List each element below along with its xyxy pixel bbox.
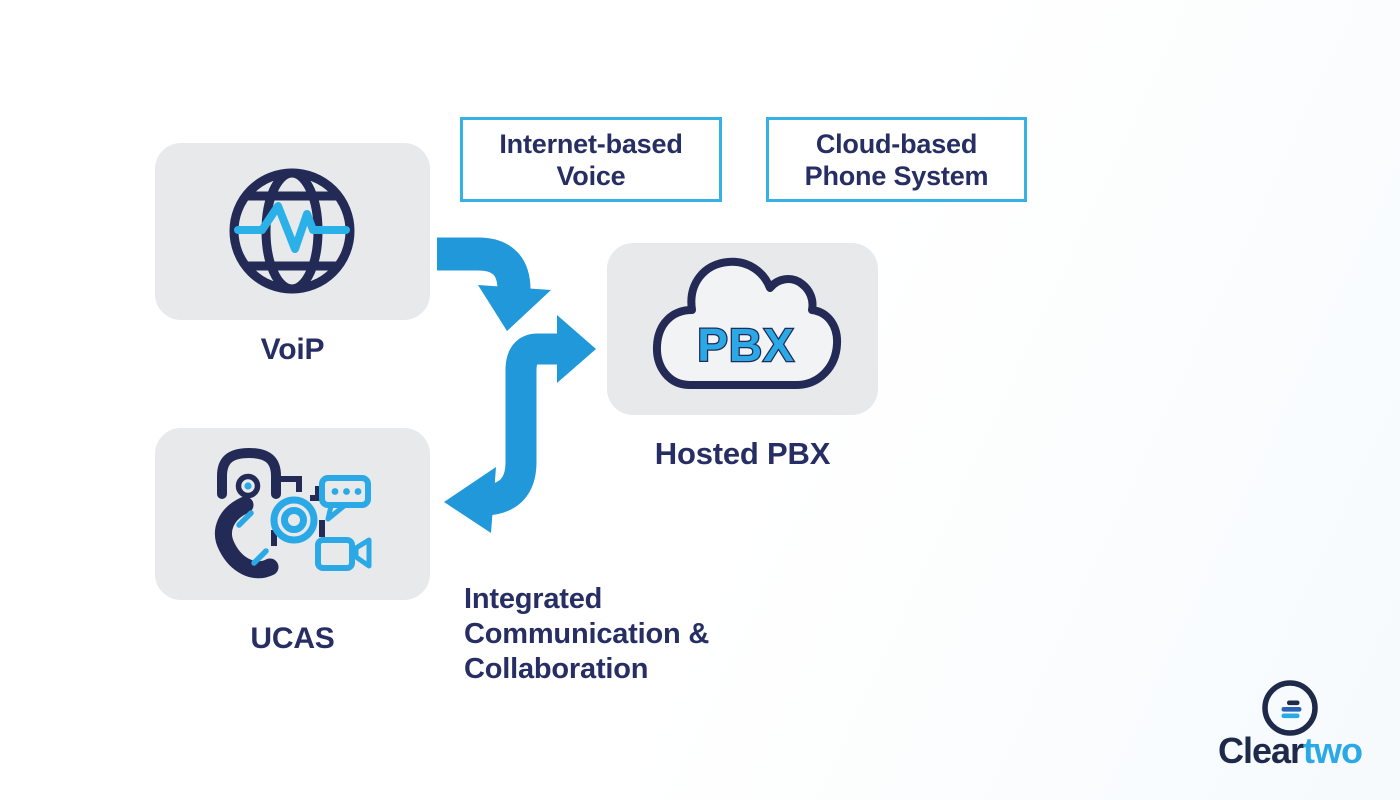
cloud-pbx-icon: PBX xyxy=(652,257,842,389)
logo-circle xyxy=(1262,680,1318,736)
hosted-pbx-label: Hosted PBX xyxy=(654,436,831,471)
arrow-voip-to-pbx xyxy=(437,237,551,331)
arrow-s-curve-pbx-ucas xyxy=(444,315,596,533)
lens-hub-icon xyxy=(270,496,318,544)
ucas-label: UCAS xyxy=(250,622,335,655)
cleartwo-wordmark-two: two xyxy=(1303,730,1363,771)
integrated-communication-caption: Integrated Communication & Collaboration xyxy=(464,583,710,685)
label-box-cloud-based-phone-system-text: Cloud-based Phone System xyxy=(804,128,989,191)
globe-pulse-icon xyxy=(229,168,355,294)
voip-label: VoiP xyxy=(260,333,325,366)
ucas-card xyxy=(155,428,430,600)
label-box-internet-based-voice-text: Internet-based Voice xyxy=(499,128,683,191)
phone-receiver-icon xyxy=(215,496,279,579)
connector-lines xyxy=(271,476,325,546)
cleartwo-wordmark-clear: Clear xyxy=(1217,730,1304,771)
video-camera-icon xyxy=(315,537,372,571)
pulse-waveform-icon xyxy=(234,202,350,253)
label-box-internet-based-voice: Internet-based Voice xyxy=(460,117,722,202)
cleartwo-logo-icon xyxy=(1262,680,1318,736)
unified-communications-icon xyxy=(215,447,372,579)
voip-card xyxy=(155,143,430,320)
pbx-cloud-text: PBX xyxy=(697,319,795,371)
label-box-cloud-based-phone-system: Cloud-based Phone System xyxy=(766,117,1027,202)
cleartwo-wordmark: Cleartwo xyxy=(1198,730,1382,772)
cloud-icon xyxy=(652,257,842,389)
hosted-pbx-card: PBX xyxy=(607,243,878,415)
chat-bubble-icon xyxy=(319,475,371,522)
logo-bars xyxy=(1281,700,1302,719)
desk-phone-handset-icon xyxy=(217,447,281,499)
